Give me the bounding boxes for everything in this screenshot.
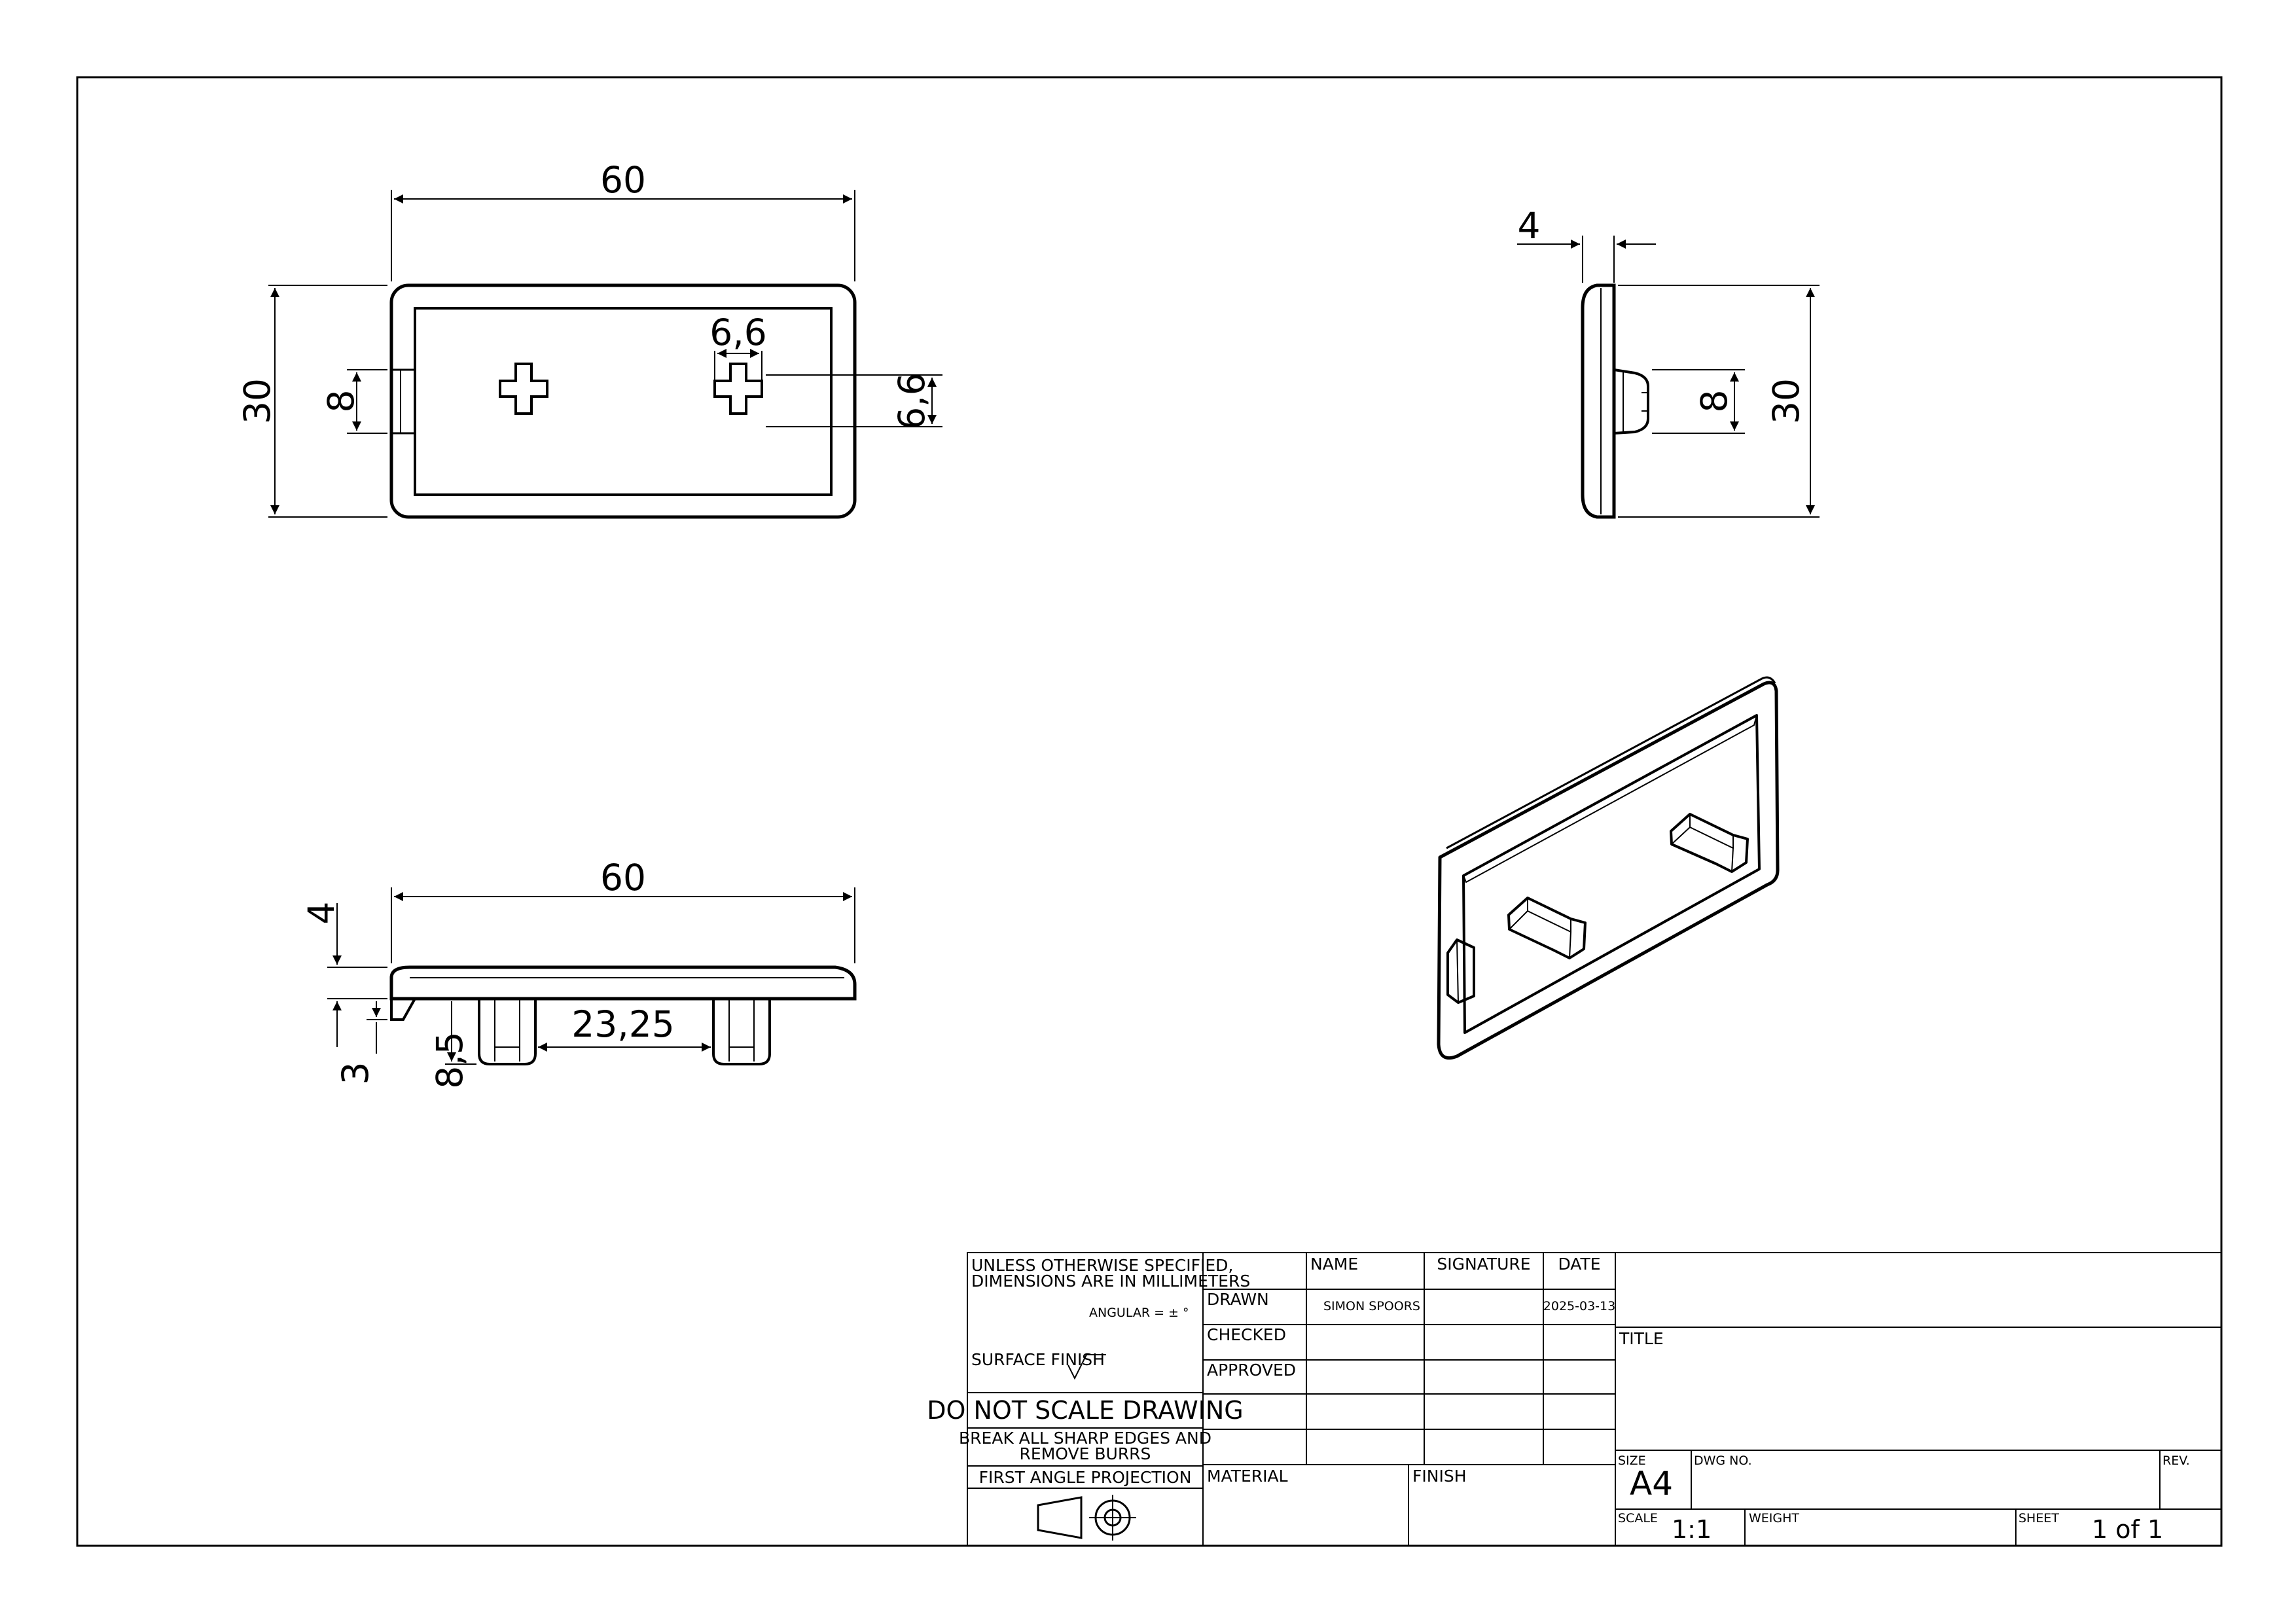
isometric-view [1437, 676, 1780, 1060]
break-edges-line2: REMOVE BURRS [1020, 1444, 1151, 1463]
title-block-text: UNLESS OTHERWISE SPECIFIED, DIMENSIONS A… [927, 1255, 2190, 1544]
projection-cone-icon [1037, 1496, 1083, 1539]
top-side-tab [390, 998, 416, 1021]
iso-outer-front-face [1437, 681, 1780, 1060]
size-label: SIZE [1618, 1454, 1646, 1468]
tolerance-note-line2: DIMENSIONS ARE IN MILLIMETERS [971, 1272, 1250, 1291]
surface-finish-symbol [1067, 1354, 1106, 1380]
top-thickness-dim: 4 [300, 902, 342, 925]
col-date: DATE [1558, 1255, 1600, 1274]
col-signature: SIGNATURE [1437, 1255, 1530, 1274]
front-outer-outline [389, 283, 857, 519]
size-value: A4 [1630, 1465, 1673, 1503]
col-name: NAME [1310, 1255, 1358, 1274]
row-checked: CHECKED [1207, 1325, 1286, 1344]
front-cross-right [713, 363, 763, 415]
surface-finish-label: SURFACE FINISH [971, 1350, 1105, 1369]
top-width-dim: 60 [600, 857, 646, 899]
front-tab-dim: 8 [320, 390, 362, 413]
side-view [1517, 236, 1820, 519]
top-plate-outline [389, 965, 857, 1001]
weight-label: WEIGHT [1749, 1511, 1799, 1525]
side-plate-outline [1581, 283, 1616, 519]
angular-tolerance: ANGULAR = ± ° [1089, 1306, 1189, 1320]
iso-inner-rim [1462, 714, 1761, 1034]
break-edges-line1: BREAK ALL SHARP EDGES AND [959, 1429, 1211, 1448]
drawing-border [76, 76, 2223, 1547]
top-view [327, 887, 857, 1065]
side-height-dim: 30 [1765, 378, 1807, 424]
front-height-dim: 30 [236, 378, 278, 424]
top-peg-left [478, 999, 537, 1065]
side-peg [1613, 368, 1649, 435]
title-label: TITLE [1619, 1329, 1664, 1348]
front-view-labels: 60 30 8 6,6 6,6 [236, 159, 933, 430]
do-not-scale-note: DO NOT SCALE DRAWING [927, 1396, 1243, 1425]
front-side-tab [390, 368, 416, 435]
projection-label: FIRST ANGLE PROJECTION [979, 1468, 1192, 1487]
iso-peg-near [1507, 897, 1587, 959]
top-tab-dim: 3 [334, 1062, 376, 1085]
rev-label: REV. [2162, 1454, 2190, 1468]
iso-peg-far [1670, 813, 1749, 873]
top-view-labels: 60 4 3 8,5 23,25 [300, 857, 675, 1089]
drawn-name: SIMON SPOORS [1323, 1299, 1420, 1313]
iso-side-tab [1446, 938, 1475, 1004]
sheet-value: 1 of 1 [2092, 1515, 2163, 1544]
row-drawn: DRAWN [1207, 1290, 1269, 1309]
top-peg-dim: 8,5 [429, 1031, 471, 1088]
side-thickness-dim: 4 [1518, 205, 1541, 247]
top-peg-right [712, 999, 771, 1065]
title-block [967, 1252, 2222, 1546]
row-approved: APPROVED [1207, 1361, 1296, 1380]
scale-value: 1:1 [1672, 1515, 1712, 1544]
top-spacing-dim: 23,25 [571, 1003, 674, 1045]
front-inner-outline [414, 307, 833, 496]
side-tab-dim: 8 [1693, 390, 1735, 413]
drawn-date: 2025-03-13 [1543, 1299, 1615, 1313]
material-label: MATERIAL [1207, 1467, 1288, 1486]
iso-inner-rim-top [1463, 715, 1757, 883]
iso-outer-back-edge [1446, 676, 1776, 849]
scale-label: SCALE [1618, 1511, 1658, 1525]
dwg-no-label: DWG NO. [1694, 1454, 1752, 1468]
front-width-dim: 60 [600, 159, 646, 201]
sheet-label: SHEET [2018, 1511, 2059, 1525]
front-cross-width-dim: 6,6 [709, 312, 766, 353]
front-view [268, 190, 942, 519]
tolerance-note-line1: UNLESS OTHERWISE SPECIFIED, [971, 1256, 1233, 1275]
front-cross-left [499, 363, 548, 415]
side-view-labels: 4 8 30 [1518, 205, 1808, 424]
front-cross-height-dim: 6,6 [891, 372, 933, 429]
finish-label: FINISH [1412, 1467, 1467, 1486]
